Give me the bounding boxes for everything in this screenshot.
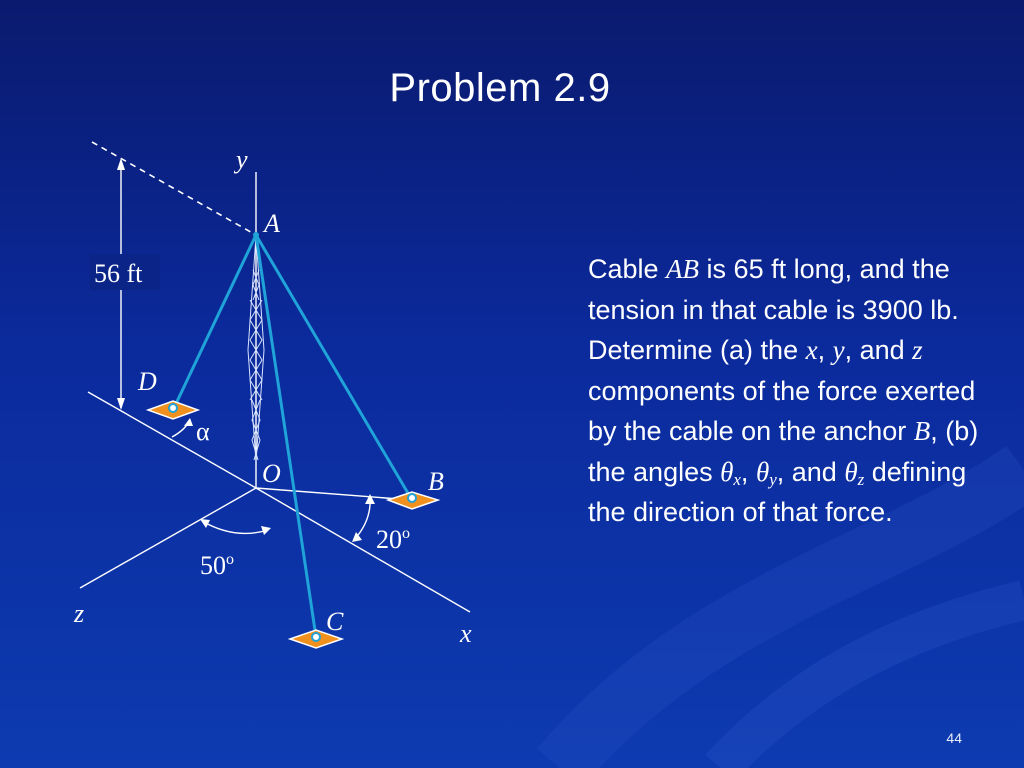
x-axis-line bbox=[255, 487, 471, 613]
cable-ab bbox=[254, 234, 414, 501]
point-d-label: D bbox=[137, 367, 157, 396]
angle-20-arrow-bottom bbox=[352, 532, 362, 542]
x-axis-label: x bbox=[459, 619, 472, 648]
point-c-label: C bbox=[326, 607, 344, 636]
alpha-label: α bbox=[196, 417, 210, 446]
height-label: 56 ft bbox=[94, 259, 143, 288]
origin-label: O bbox=[262, 459, 281, 488]
angle-50-arc bbox=[201, 520, 269, 535]
angle-50-arrow-right bbox=[261, 526, 271, 535]
anchor-d bbox=[145, 400, 201, 420]
z-axis-line bbox=[79, 487, 257, 589]
point-a-label: A bbox=[262, 209, 280, 238]
angle-20-label: 20o bbox=[376, 525, 410, 554]
y-axis-label: y bbox=[233, 145, 248, 174]
angle-50-arrow-left bbox=[200, 519, 210, 528]
angle-50-label: 50o bbox=[200, 551, 234, 580]
anchor-c bbox=[287, 629, 345, 649]
anchor-b bbox=[385, 491, 441, 510]
tower bbox=[247, 235, 265, 463]
dashed-line bbox=[91, 141, 257, 236]
page-title: Problem 2.9 bbox=[389, 66, 611, 110]
z-axis-label: z bbox=[73, 599, 84, 628]
slide-number: 44 bbox=[946, 730, 962, 746]
problem-statement: Cable AB is 65 ft long, and the tension … bbox=[588, 254, 979, 527]
angle-20-arrow-top bbox=[365, 494, 375, 504]
height-arrow-top bbox=[117, 158, 125, 170]
od-line bbox=[87, 391, 257, 489]
alpha-arrow bbox=[184, 418, 193, 426]
cable-ac bbox=[254, 234, 318, 638]
height-arrow-bottom bbox=[117, 398, 125, 410]
ob-line bbox=[255, 487, 413, 501]
point-b-label: B bbox=[428, 467, 444, 496]
point-a-dot bbox=[253, 232, 259, 238]
height-label-bg bbox=[90, 254, 160, 290]
cable-ad bbox=[171, 234, 258, 411]
